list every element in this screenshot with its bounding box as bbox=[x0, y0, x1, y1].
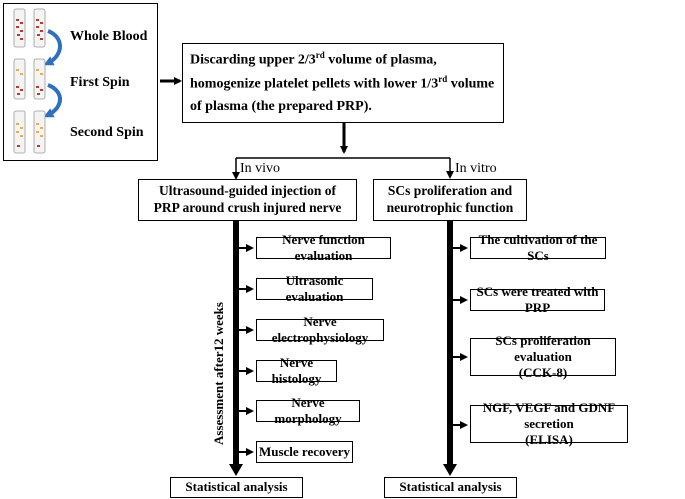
tube-illustration bbox=[13, 8, 62, 154]
in-vivo-step-box: Nerve histology bbox=[256, 355, 337, 386]
label-in-vitro: In vitro bbox=[455, 161, 497, 176]
in-vivo-final-label: Statistical analysis bbox=[185, 479, 288, 495]
prp-line-2: homogenize platelet pellets with lower 1… bbox=[190, 74, 495, 92]
in-vivo-step-box: Nerve function evaluation bbox=[256, 232, 391, 263]
label-in-vivo: In vivo bbox=[240, 161, 281, 176]
step-first-spin: First Spin bbox=[70, 75, 130, 90]
in-vivo-branches bbox=[238, 244, 254, 456]
in-vivo-step-label: Muscle recovery bbox=[258, 443, 351, 459]
in-vivo-step-label: Nerve function evaluation bbox=[282, 231, 365, 263]
in-vivo-step-box: Muscle recovery bbox=[256, 441, 353, 463]
prp-preparation-box: Discarding upper 2/3rd volume of plasma,… bbox=[182, 43, 504, 123]
in-vitro-branches bbox=[452, 244, 468, 429]
prp-line-3: of plasma (the prepared PRP). bbox=[190, 99, 372, 114]
in-vivo-step-box: Nerve electrophysiology bbox=[256, 314, 384, 345]
assessment-side-label: Assessment after12 weeks bbox=[211, 302, 226, 445]
first-spin-tubes bbox=[13, 58, 46, 100]
in-vitro-title-line-1: SCs proliferation and bbox=[387, 183, 513, 199]
in-vivo-step-label: Nerve morphology bbox=[274, 394, 342, 426]
in-vitro-step-label: The cultivation of the SCs bbox=[478, 231, 598, 263]
in-vitro-step-sublabel: (ELISA) bbox=[525, 432, 573, 448]
in-vivo-step-label: Ultrasonic evaluation bbox=[285, 272, 344, 304]
prp-line-1: Discarding upper 2/3rd volume of plasma, bbox=[190, 50, 437, 68]
in-vivo-title-line-2: PRP around crush injured nerve bbox=[153, 200, 342, 215]
in-vivo-statistical-analysis-box: Statistical analysis bbox=[170, 477, 303, 498]
spin-arrow-1-icon bbox=[43, 29, 62, 66]
centrifuge-panel: Whole Blood First Spin Second Spin bbox=[3, 3, 158, 161]
in-vitro-step-box: SCs were treated with PRP bbox=[470, 284, 605, 315]
in-vitro-header-box: SCs proliferation and neurotrophic funct… bbox=[373, 179, 527, 221]
in-vitro-step-box: SCs proliferation evaluation (CCK-8) bbox=[470, 333, 616, 380]
step-whole-blood: Whole Blood bbox=[70, 29, 148, 44]
in-vitro-step-label: NGF, VEGF and GDNF secretion bbox=[482, 399, 616, 431]
in-vivo-header-box: Ultrasound-guided injection of PRP aroun… bbox=[138, 179, 357, 221]
in-vivo-step-label: Nerve histology bbox=[271, 354, 322, 386]
in-vitro-step-sublabel: (CCK-8) bbox=[518, 365, 568, 381]
second-spin-tubes bbox=[13, 110, 46, 154]
in-vitro-statistical-analysis-box: Statistical analysis bbox=[384, 477, 517, 498]
in-vitro-final-label: Statistical analysis bbox=[399, 479, 502, 495]
step-second-spin: Second Spin bbox=[70, 125, 144, 140]
in-vitro-step-box: NGF, VEGF and GDNF secretion (ELISA) bbox=[470, 400, 628, 447]
in-vitro-step-label: SCs were treated with PRP bbox=[476, 283, 599, 315]
whole-blood-tubes bbox=[13, 8, 46, 48]
in-vitro-title-line-2: neurotrophic function bbox=[386, 200, 514, 215]
in-vivo-step-label: Nerve electrophysiology bbox=[271, 313, 369, 345]
spin-arrow-2-icon bbox=[43, 83, 62, 118]
in-vitro-step-label: SCs proliferation evaluation bbox=[495, 332, 591, 364]
in-vivo-title-line-1: Ultrasound-guided injection of bbox=[158, 183, 337, 199]
in-vivo-step-box: Nerve morphology bbox=[256, 395, 360, 426]
in-vitro-step-box: The cultivation of the SCs bbox=[470, 232, 606, 263]
in-vivo-step-box: Ultrasonic evaluation bbox=[256, 273, 373, 304]
